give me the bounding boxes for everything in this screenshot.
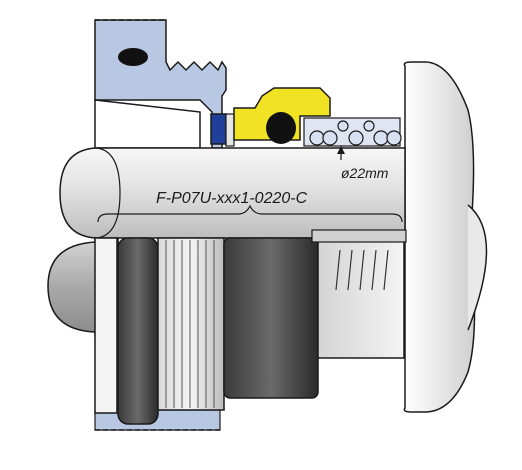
spring-sleeve bbox=[317, 237, 405, 359]
flange-disc bbox=[403, 61, 488, 413]
gland-assembly bbox=[94, 229, 407, 425]
spring-coils bbox=[303, 117, 402, 147]
housing-upper bbox=[94, 19, 227, 149]
o-ring-upper bbox=[118, 48, 148, 66]
o-ring-lower bbox=[117, 237, 159, 425]
threaded-section bbox=[157, 237, 225, 411]
part-number-label: F-P07U-xxx1-0220-C bbox=[156, 190, 308, 207]
part-number-brace bbox=[97, 204, 403, 223]
o-ring-face bbox=[266, 112, 296, 144]
dark-collar bbox=[223, 237, 319, 399]
drive-pin bbox=[311, 229, 407, 243]
seat-spacer bbox=[225, 113, 235, 147]
seat-insert bbox=[210, 113, 227, 145]
diameter-label: ø22mm bbox=[341, 165, 389, 181]
diameter-dimension bbox=[337, 146, 345, 160]
